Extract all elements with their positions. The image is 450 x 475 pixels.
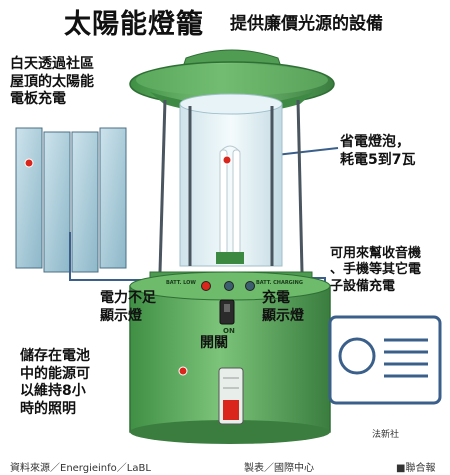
solar-panel-marker [24, 158, 34, 168]
batt-charging-label: BATT. CHARGING [256, 280, 303, 286]
agency-credit: 法新社 [372, 430, 400, 440]
batt-low-callout: 電力不足 顯示燈 [100, 290, 156, 324]
radio-icon [328, 315, 442, 405]
batt-low-led [201, 281, 211, 291]
switch-callout: 開關 [200, 335, 228, 351]
chart-credit: 製表／國際中心 [244, 463, 314, 474]
bulb-callout: 省電燈泡， 耗電5到7瓦 [340, 134, 416, 168]
switch-on-label: ON [223, 327, 235, 335]
battery-gauge [178, 366, 244, 425]
charging-callout: 充電 顯示燈 [262, 290, 304, 324]
middle-led [224, 281, 234, 291]
bulb-marker [222, 155, 232, 165]
page-subtitle: 提供廉價光源的設備 [230, 14, 383, 34]
source-credit: 資料來源／Energieinfo／LaBL [10, 463, 151, 474]
charging-devices-callout: 可用來幫收音機 、手機等其它電 子設備充電 [330, 246, 422, 294]
solar-panel [15, 127, 127, 273]
lantern-cap [129, 49, 335, 114]
battery-callout: 儲存在電池 中的能源可 以維持8小 時的照明 [20, 348, 90, 417]
page-title: 太陽能燈籠 [64, 9, 204, 40]
solar-panel-callout: 白天透過社區 屋頂的太陽能 電板充電 [10, 56, 94, 107]
battery-marker [178, 366, 188, 376]
publisher-credit: ■聯合報 [396, 463, 436, 474]
charging-led [245, 281, 255, 291]
glass-chamber [179, 93, 283, 267]
batt-low-label: BATT. LOW [166, 280, 196, 286]
lantern-rods [158, 99, 304, 273]
